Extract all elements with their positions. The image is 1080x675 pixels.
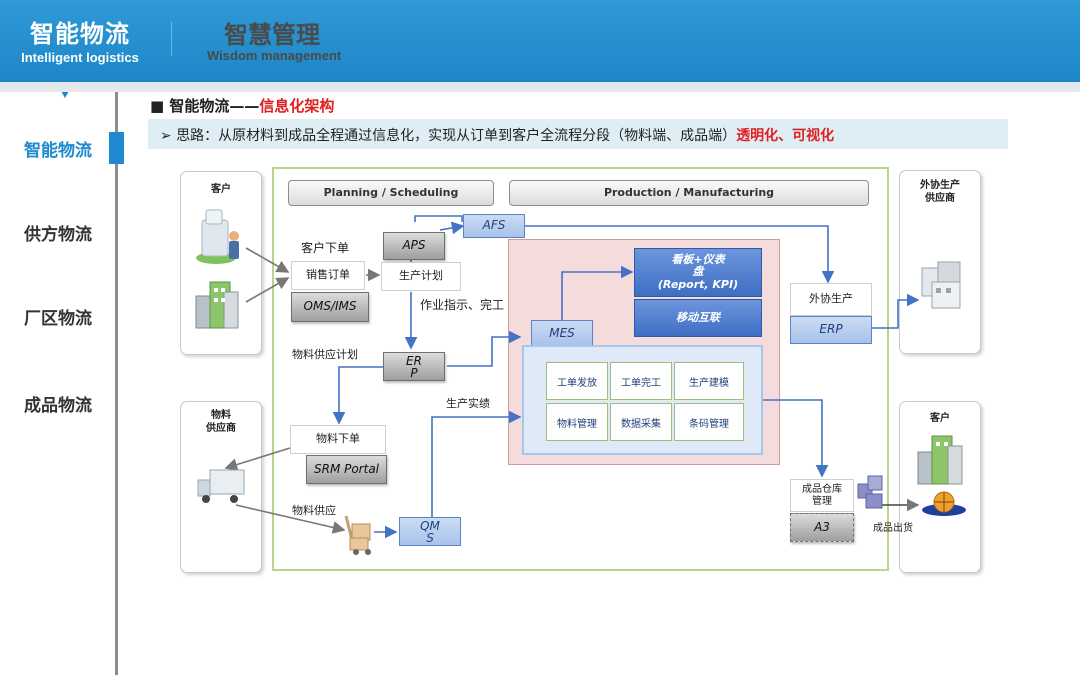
arrow-bullet-icon: ➢ [160,128,177,144]
customer-bottom-title: 客户 [930,413,950,424]
planning-header: Planning / Scheduling [288,180,494,206]
warehouse-boxes-icon [857,475,883,509]
brand-block: 智能物流 Intelligent logistics [0,0,160,82]
customer-panel-bottom [899,401,981,573]
title-highlight: 信息化架构 [259,97,335,115]
intro-text: ➢ 思路：从原材料到成品全程通过信息化，实现从订单到客户全流程分段（物料端、成品… [160,125,834,145]
mobile-box: 移动互联 [634,299,762,337]
customer-building-bottom-icon [917,435,963,485]
customer-people-icon [196,209,239,264]
timeline-active-marker [109,132,124,164]
sidebar-item-finished-goods-logistics[interactable]: 成品物流 [24,396,92,416]
erp-center-box: ER P [383,352,445,381]
aps-box: APS [383,232,445,260]
shipping-globe-icon [922,491,966,516]
label-work-instruction: 作业指示、完工 [420,298,505,312]
intro-highlight: 透明化、可视化 [736,128,835,144]
outsource-factory-icon [921,261,961,309]
dashboard-box: 看板+仪表 盘 (Report, KPI) [634,248,762,297]
afs-box: AFS [463,214,525,238]
sales-order-box: 销售订单 [291,261,365,290]
section-title: 智慧管理 [224,21,320,49]
srm-portal-box: SRM Portal [306,455,387,484]
label-material-supply: 物料供应 [292,504,336,517]
production-header: Production / Manufacturing [509,180,869,206]
mes-cell-work-order-release: 工单发放 [546,362,608,400]
label-material-plan: 物料供应计划 [292,348,358,361]
material-order-box: 物料下单 [290,425,386,454]
intro-ribbon [148,119,1008,149]
a3-box: A3 [790,513,854,542]
fg-warehouse-box: 成品仓库 管理 [790,479,854,512]
section-subtitle: Wisdom management [207,48,342,63]
label-fg-shipping: 成品出货 [873,523,913,534]
brand-subtitle: Intelligent logistics [21,50,139,65]
slide-title: ■ 智能物流——信息化架构 [150,95,334,116]
hand-truck-icon [344,515,371,555]
material-supplier-title: 物料 供应商 [206,410,236,434]
title-bullet-icon: ■ [150,97,170,115]
delivery-truck-icon [197,469,245,503]
outsource-supplier-title: 外协生产 供应商 [920,180,960,204]
customer-building-icon [195,281,239,329]
top-banner [0,0,1080,82]
sidebar-item-plant-logistics[interactable]: 厂区物流 [24,309,92,329]
wms-box: QM S [399,517,461,546]
mes-box: MES [531,320,593,347]
production-plan-box: 生产计划 [381,262,461,291]
customer-top-title: 客户 [211,184,231,195]
label-customer-order: 客户下单 [301,241,350,255]
title-prefix: 智能物流—— [169,97,260,115]
sidebar-timeline [115,92,118,675]
intro-body: 思路：从原材料到成品全程通过信息化，实现从订单到客户全流程分段（物料端、成品端） [176,128,737,144]
sidebar-item-intelligent-logistics[interactable]: 智能物流 [24,141,92,161]
mes-cell-material-management: 物料管理 [546,403,608,441]
mes-cell-production-modeling: 生产建模 [674,362,744,400]
brand-title: 智能物流 [30,20,130,48]
header-divider [171,22,172,56]
outsource-production-box: 外协生产 [790,283,872,316]
oms-ims-box: OMS/IMS [291,292,369,322]
header-shadow-bar [0,82,1080,92]
erp-right-box: ERP [790,316,872,344]
label-production-actual: 生产实绩 [446,397,490,410]
mes-cell-barcode-management: 条码管理 [674,403,744,441]
mes-cell-data-collection: 数据采集 [610,403,672,441]
mes-cell-work-order-complete: 工单完工 [610,362,672,400]
sidebar-item-supplier-logistics[interactable]: 供方物流 [24,225,92,245]
